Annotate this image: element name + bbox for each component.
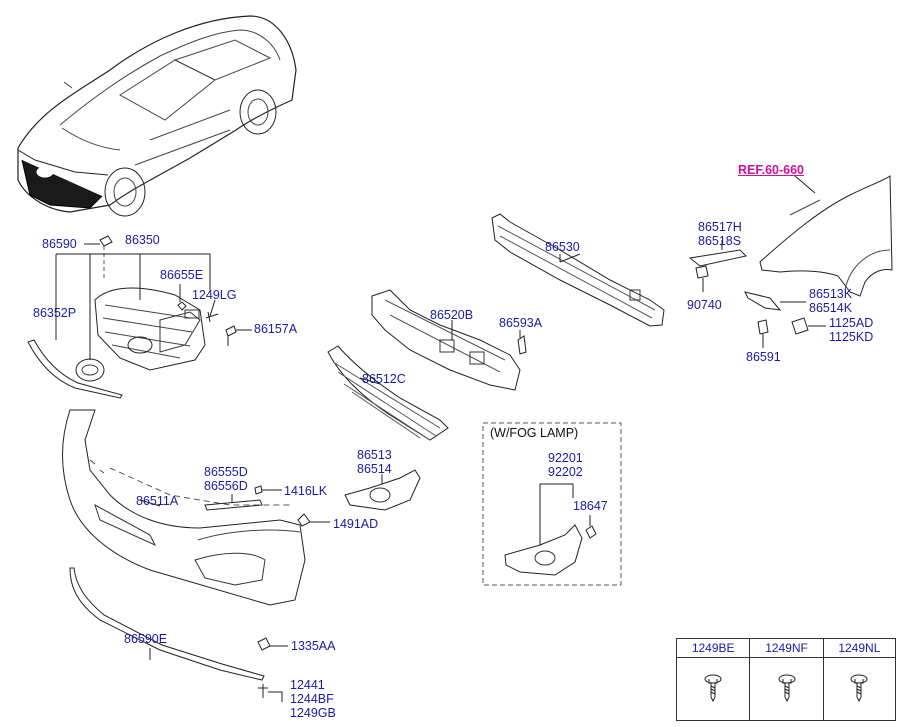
part-label[interactable]: 90740 [687, 298, 722, 312]
screw-icon [850, 674, 868, 702]
fender-bracket-lower [744, 291, 806, 311]
fastener-icon-cell [675, 657, 751, 721]
fastener-icon-cell [749, 657, 824, 721]
energy-absorber [371, 289, 521, 391]
part-label-group: 86513 86514 [357, 448, 392, 476]
part-label-group: 86517H 86518S [698, 220, 742, 248]
part-label[interactable]: 86593A [499, 316, 543, 330]
bolt-86591 [757, 319, 769, 348]
part-label[interactable]: 1125KD [829, 330, 874, 344]
part-label-group: 1125AD 1125KD [829, 316, 873, 344]
fastener-header[interactable]: 1249NL [822, 638, 897, 658]
part-label[interactable]: 86157A [254, 322, 298, 336]
part-label[interactable]: 86530 [545, 240, 580, 254]
part-label[interactable]: 86556D [204, 479, 248, 493]
reference-label[interactable]: REF.60-660 [738, 163, 805, 177]
bumper-lower-lip [69, 567, 265, 681]
part-label[interactable]: 1335AA [291, 639, 336, 653]
part-label[interactable]: 1249GB [290, 706, 336, 720]
part-label[interactable]: 86520B [430, 308, 474, 322]
part-label[interactable]: 12441 [290, 678, 325, 692]
part-label[interactable]: 86352P [33, 306, 77, 320]
clip-1335AA [257, 637, 288, 651]
part-label[interactable]: 1491AD [333, 517, 379, 531]
clip-1491AD [297, 513, 330, 527]
clip-86590 [99, 235, 113, 280]
fastener-icon-row [675, 657, 897, 721]
radiator-grille [94, 287, 206, 371]
screw-icon [704, 674, 722, 702]
part-label[interactable]: 86517H [698, 220, 742, 234]
fastener-icon-cell [822, 657, 897, 721]
bolt-90740 [695, 265, 709, 292]
screw-icon [778, 674, 796, 702]
part-label[interactable]: 86513K [809, 287, 853, 301]
fastener-header[interactable]: 1249NF [749, 638, 824, 658]
part-label[interactable]: 86590E [124, 632, 168, 646]
clip-86593A [517, 335, 527, 355]
part-label[interactable]: 86655E [160, 268, 204, 282]
part-label[interactable]: 86514K [809, 301, 853, 315]
part-label[interactable]: 1249LG [192, 288, 237, 302]
fastener-header-row: 1249BE 1249NF 1249NL [675, 638, 897, 658]
part-label[interactable]: 86518S [698, 234, 742, 248]
fastener-small-parts [177, 301, 237, 346]
part-label[interactable]: 1244BF [290, 692, 334, 706]
fog-lamp-cover [344, 469, 421, 511]
grille-leader-lines [55, 243, 252, 360]
part-label[interactable]: 86514 [357, 462, 392, 476]
car-illustration [17, 15, 297, 217]
part-label-group: 12441 1244BF 1249GB [290, 678, 336, 720]
part-label-group: 86513K 86514K [809, 287, 852, 315]
clip-1416LK [254, 485, 282, 495]
part-label[interactable]: 1125AD [829, 316, 874, 330]
part-label[interactable]: 86590 [42, 237, 77, 251]
part-label-group: 86555D 86556D [204, 465, 248, 493]
part-label[interactable]: 86511A [136, 494, 179, 508]
emblem [75, 358, 105, 382]
mid-leader-lines [139, 240, 723, 507]
part-label[interactable]: 1416LK [284, 484, 328, 498]
lower-grille [327, 345, 449, 441]
part-label[interactable]: 86513 [357, 448, 392, 462]
fastener-header[interactable]: 1249BE [675, 638, 751, 658]
part-label[interactable]: 92202 [548, 465, 583, 479]
fog-lamp-note: (W/FOG LAMP) [490, 426, 579, 440]
bolt-1125AD [791, 317, 826, 335]
fog-lamp-box [482, 422, 622, 586]
lower-garnish [204, 494, 263, 511]
part-label-group: 92201 92202 [548, 451, 583, 479]
part-label[interactable]: 18647 [573, 499, 608, 513]
part-label[interactable]: 86350 [125, 233, 160, 247]
front-bumper-cover [62, 409, 306, 606]
fender-bracket-upper [688, 244, 748, 267]
fastener-table: 1249BE 1249NF 1249NL [675, 638, 897, 721]
part-label[interactable]: 86591 [746, 350, 781, 364]
back-beam [491, 213, 665, 327]
grille-molding [27, 339, 123, 399]
part-label[interactable]: 86512C [362, 372, 406, 386]
fender [759, 174, 893, 297]
part-label[interactable]: 86555D [204, 465, 248, 479]
screw-12441 [258, 684, 283, 702]
part-label[interactable]: 92201 [548, 451, 583, 465]
